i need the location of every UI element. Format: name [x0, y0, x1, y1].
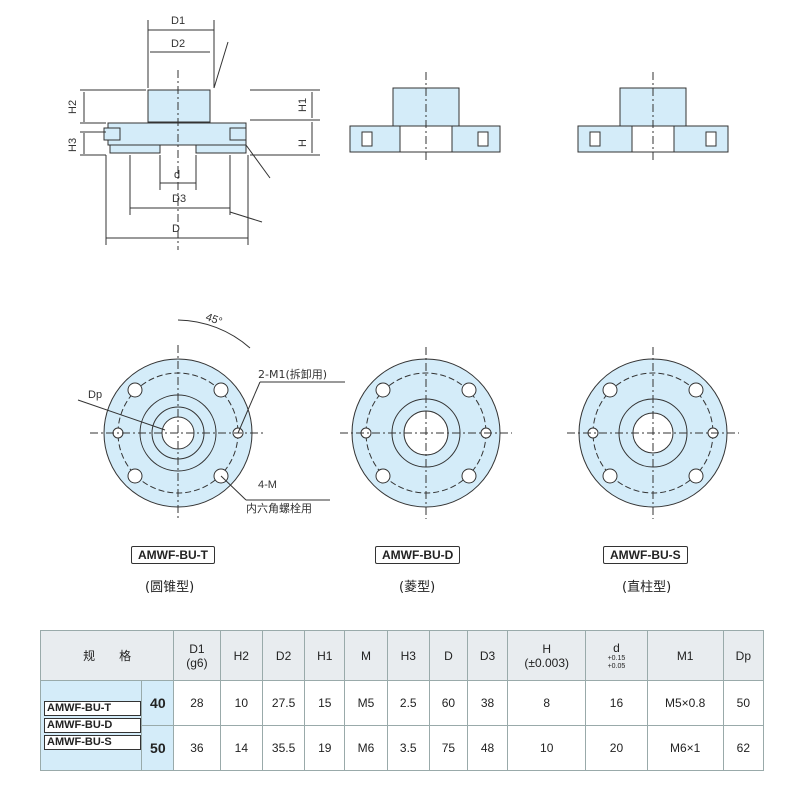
header-m1: M1 [646, 630, 724, 681]
side-view-straight [577, 72, 729, 160]
header-h2: H2 [219, 630, 263, 681]
cell-m: M5 [344, 680, 388, 726]
m1-callout-label: 2-M1(拆卸用) [258, 367, 327, 381]
spec-header-row: 规 格 D1(g6) H2 D2 H1 M H3 D D3 H(±0.003) … [39, 630, 765, 681]
model-code-s: AMWF-BU-S [44, 735, 142, 750]
cell-h2: 14 [219, 725, 263, 771]
header-h1: H1 [304, 630, 346, 681]
cell-h2: 10 [219, 680, 263, 726]
header-d3: D3 [466, 630, 509, 681]
type-label-d: (菱型) [399, 580, 436, 595]
dim-d1-label: D1 [171, 15, 185, 27]
cell-m1: M5×0.8 [646, 680, 724, 726]
top-view-taper [77, 319, 345, 521]
top-view-straight [567, 347, 739, 519]
cell-d3: 38 [466, 680, 509, 726]
dim-h3-label: H3 [67, 138, 79, 152]
dim-h1-label: H1 [297, 98, 309, 112]
cell-d3: 48 [466, 725, 509, 771]
size-cell: 40 [141, 680, 175, 726]
header-m: M [344, 630, 388, 681]
cell-d1: 28 [173, 680, 221, 726]
table-row: AMWF-BU-T AMWF-BU-D AMWF-BU-S 40 28 10 2… [39, 680, 765, 771]
cell-h: 10 [507, 725, 587, 771]
table-row: 50 36 14 35.5 19 M6 3.5 75 48 10 20 M6×1… [41, 725, 765, 771]
dim-d3-label: D3 [172, 193, 186, 205]
dp-label: Dp [88, 389, 102, 401]
model-label-d: AMWF-BU-D [375, 546, 461, 564]
header-d: D [428, 630, 468, 681]
main-side-view [80, 20, 320, 250]
cell-h1: 19 [304, 725, 346, 771]
type-label-t: (圆锥型) [145, 580, 195, 595]
side-view-diamond [349, 72, 501, 160]
cell-dp: 62 [722, 725, 765, 771]
cell-d2: 27.5 [261, 680, 306, 726]
cell-h1: 15 [304, 680, 346, 726]
header-h3: H3 [386, 630, 430, 681]
cell-h: 8 [507, 680, 587, 726]
type-label-s: (直柱型) [622, 580, 672, 595]
model-label-t: AMWF-BU-T [131, 546, 215, 564]
header-d1: D1(g6) [173, 630, 221, 681]
cell-d: 60 [428, 680, 468, 726]
dim-h-label: H [297, 139, 309, 147]
angle-label: 45° [204, 311, 224, 328]
dimension-labels: D1 D2 H2 H3 H1 H d D3 D [67, 15, 309, 235]
size-cell: 50 [141, 725, 175, 771]
cell-h3: 3.5 [386, 725, 430, 771]
cell-dp: 50 [722, 680, 765, 726]
callout-labels: 45° Dp 2-M1(拆卸用) 4-M 内六角螺栓用 [88, 311, 327, 515]
cell-m: M6 [344, 725, 388, 771]
header-dp: Dp [722, 630, 765, 681]
cell-d-small: 20 [585, 725, 648, 771]
top-view-diamond [340, 347, 512, 519]
dim-d2-label: D2 [171, 38, 185, 50]
dim-d-small-label: d [174, 169, 180, 181]
header-h: H(±0.003) [507, 630, 587, 681]
header-d-small: d+0.15+0.05 [585, 630, 648, 681]
header-d2: D2 [261, 630, 306, 681]
cell-h3: 2.5 [386, 680, 430, 726]
top-view-drawings: 45° Dp 2-M1(拆卸用) 4-M 内六角螺栓用 [77, 311, 739, 521]
cell-d1: 36 [173, 725, 221, 771]
cell-d2: 35.5 [261, 725, 306, 771]
spec-table: 规 格 D1(g6) H2 D2 H1 M H3 D D3 H(±0.003) … [39, 630, 765, 771]
model-code-d: AMWF-BU-D [44, 718, 142, 733]
model-code-t: AMWF-BU-T [44, 701, 142, 716]
dim-d-label: D [172, 223, 180, 235]
model-label-s: AMWF-BU-S [603, 546, 688, 564]
cell-d-small: 16 [585, 680, 648, 726]
cell-m1: M6×1 [646, 725, 724, 771]
spec-label-header: 规 格 [39, 630, 175, 681]
cell-d: 75 [428, 725, 468, 771]
side-view-drawings: D1 D2 H2 H3 H1 H d D3 D [67, 15, 729, 250]
m-note-label: 内六角螺栓用 [246, 501, 312, 515]
dim-h2-label: H2 [67, 100, 79, 114]
model-codes-cell: AMWF-BU-T AMWF-BU-D AMWF-BU-S [39, 680, 143, 771]
m-count-label: 4-M [258, 479, 277, 491]
